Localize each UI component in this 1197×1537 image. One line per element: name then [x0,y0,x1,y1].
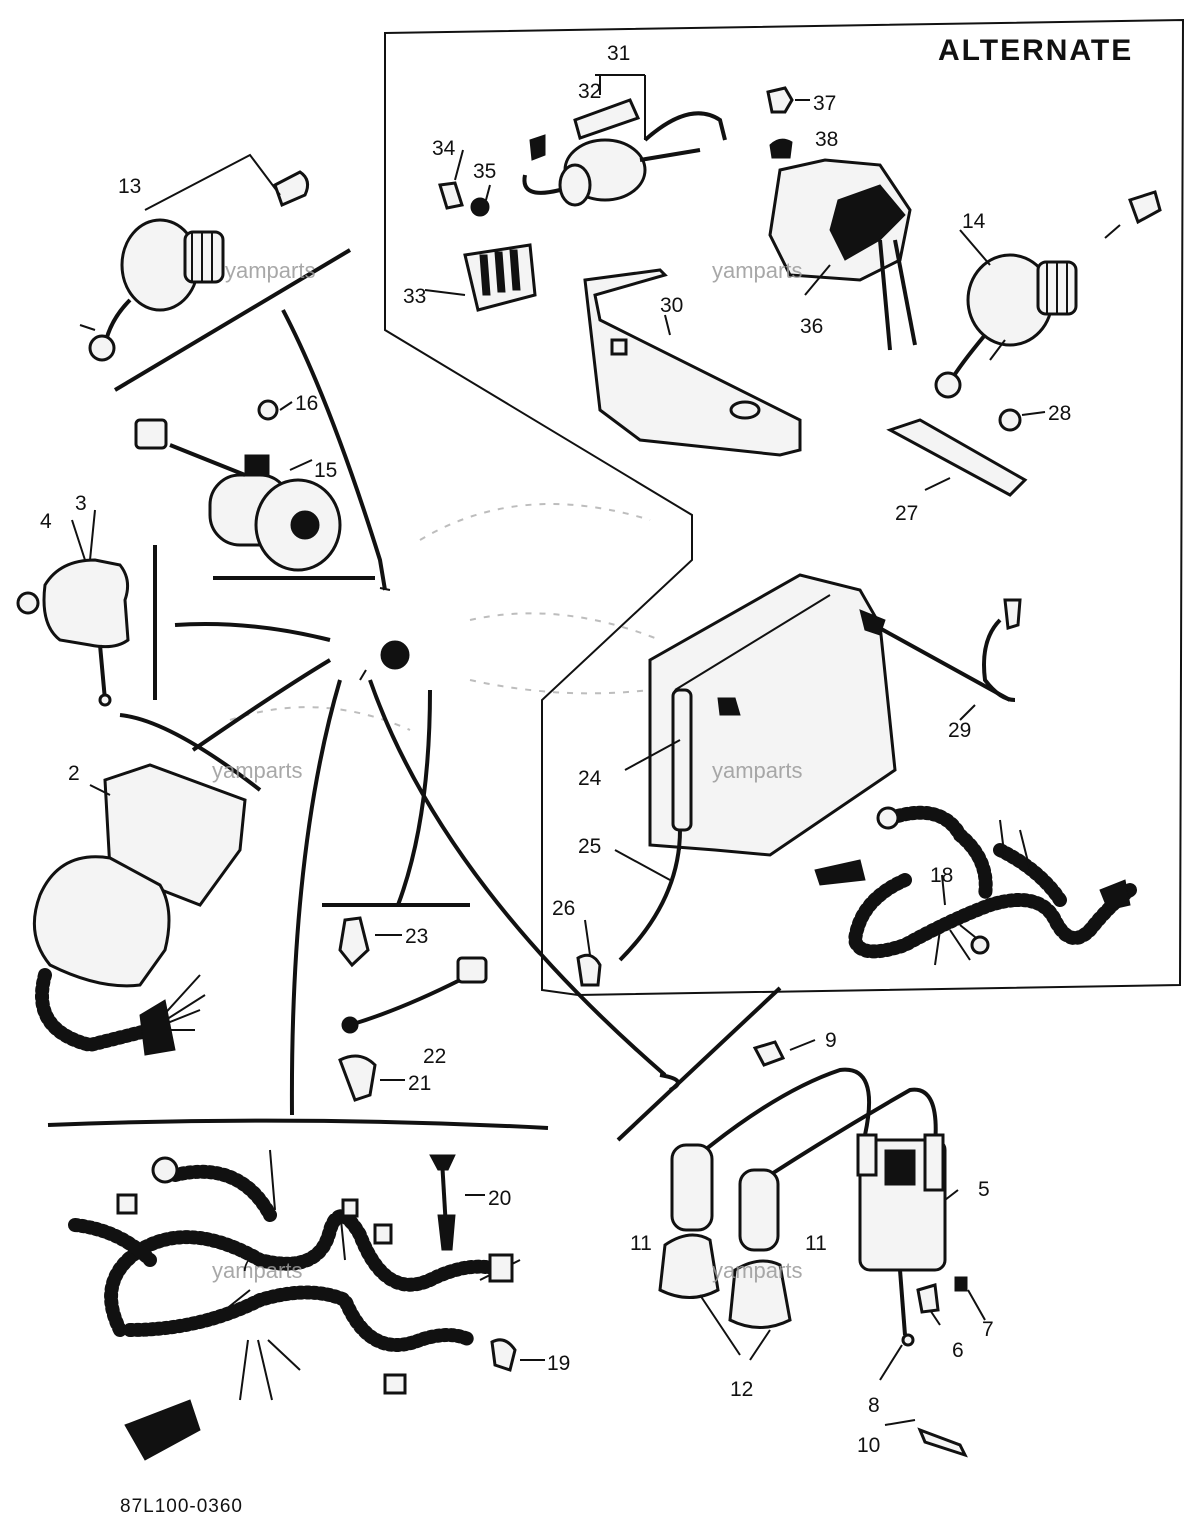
callout-28: 28 [1048,402,1071,425]
callout-6: 6 [952,1339,964,1362]
drawing-code: 87L100-0360 [120,1496,243,1517]
callout-8: 8 [868,1394,880,1417]
part-5-ignition-coil [703,1067,947,1347]
part-7-washer [954,1276,968,1292]
callout-3: 3 [75,492,87,515]
callout-2: 2 [68,762,80,785]
callout-23: 23 [405,925,428,948]
callout-33: 33 [403,285,426,308]
part-13-main-switch [79,153,310,362]
callout-24: 24 [578,767,602,790]
callout-9: 9 [825,1029,837,1052]
callout-12: 12 [730,1378,753,1401]
watermark: yamparts [212,758,302,783]
part-11-plug-cap [670,1143,780,1252]
part-33-terminal-block [463,243,537,312]
callout-26: 26 [552,897,575,920]
part-14-main-switch [934,190,1162,399]
leader-lines [71,149,1006,1381]
part-21-sensor [338,1054,405,1102]
callout-10: 10 [857,1434,880,1457]
callout-22: 22 [423,1045,446,1068]
callout-19: 19 [547,1352,570,1375]
callout-15: 15 [314,459,337,482]
part-20-lead-wire [429,1154,485,1251]
part-3-rectifier [16,558,130,707]
part-37-bolt [766,86,810,114]
alternate-title: ALTERNATE [938,34,1133,67]
alternate-frame [384,18,1185,997]
part-19-clamp [490,1338,545,1372]
part-12-spark-plug [658,1233,792,1361]
part-25-breather-hose [618,829,682,962]
background-contour [229,503,661,731]
callout-11: 11 [630,1232,652,1255]
part-28-nut [998,408,1046,432]
callout-35: 35 [473,160,496,183]
callout-13: 13 [118,175,141,198]
watermark: yamparts [712,758,802,783]
callout-36: 36 [800,315,823,338]
part-22-lead [341,956,488,1034]
watermark: yamparts [712,1258,802,1283]
part-2-cdi-unit [32,763,247,1056]
part-23-switch [338,916,402,968]
callout-20: 20 [488,1187,511,1210]
callout-14: 14 [962,210,986,233]
part-34-bolt [438,181,464,210]
part-18-wire-harness [814,805,1137,966]
callout-27: 27 [895,502,918,525]
callout-18: 18 [930,864,953,887]
callout-34: 34 [432,137,456,160]
callout-29: 29 [948,719,971,742]
callout-11: 11 [805,1232,827,1255]
callout-37: 37 [813,92,836,115]
part-10-bolt [884,1419,968,1458]
part-15-starter-relay [134,418,342,572]
callout-25: 25 [578,835,601,858]
part-36-regulator [768,158,917,351]
part-16-nut [257,399,293,421]
callout-30: 30 [660,294,683,317]
watermark: yamparts [225,258,315,283]
routing-lines [47,248,782,1142]
part-24-battery [648,573,897,857]
callout-31: 31 [607,42,630,65]
callout-21: 21 [408,1072,431,1095]
part-6-bolt [916,1283,940,1314]
callout-16: 16 [295,392,318,415]
part-17-wire-harness [68,1149,521,1461]
part-31-relay [522,74,727,207]
callout-32: 32 [578,80,601,103]
part-27-rubber-strap [886,418,1028,497]
callout-38: 38 [815,128,838,151]
watermark: yamparts [712,258,802,283]
part-9-cap [752,1039,816,1067]
callout-5: 5 [978,1178,990,1201]
callout-4: 4 [40,510,52,533]
callout-7: 7 [982,1318,994,1341]
part-30-bracket [583,268,802,457]
watermark: yamparts [212,1258,302,1283]
part-26-clamp [576,953,602,987]
callout-17: 7 [240,1253,252,1276]
part-38-washer [769,138,793,159]
part-29-battery-lead [859,598,1022,702]
part-35-nut [470,197,490,217]
